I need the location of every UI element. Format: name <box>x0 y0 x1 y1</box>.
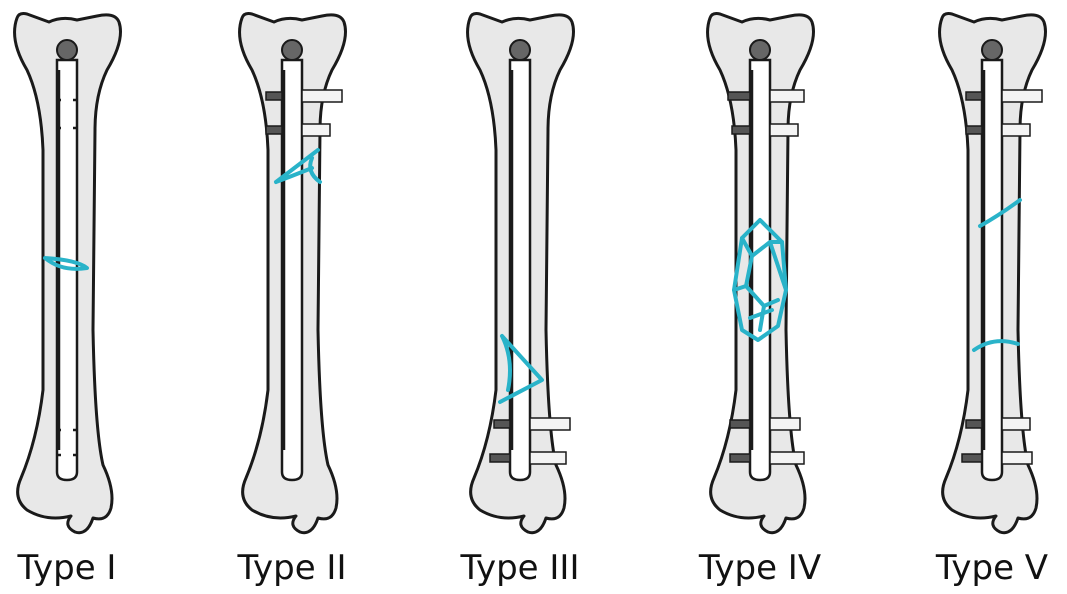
panel-type-2 <box>240 14 346 533</box>
label-type-2: Type II <box>192 548 392 588</box>
tibia-with-nail <box>15 14 121 533</box>
label-type-4: Type IV <box>660 548 860 588</box>
label-type-3: Type III <box>420 548 620 588</box>
label-type-5: Type V <box>892 548 1067 588</box>
panel-type-1 <box>15 14 121 533</box>
panel-type-5 <box>940 14 1046 533</box>
panel-type-4 <box>708 14 814 533</box>
panel-type-3 <box>468 14 574 533</box>
label-type-1: Type I <box>0 548 167 588</box>
